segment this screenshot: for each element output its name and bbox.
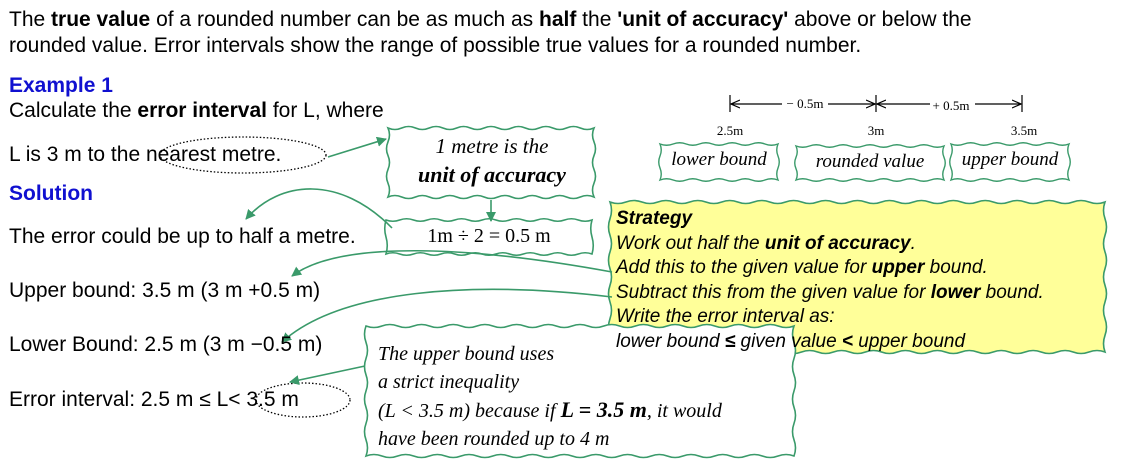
number-line [729,95,1023,112]
arrow-to-unit-box [327,136,387,158]
unit-box-shape [385,125,597,200]
note-box: The upper bound uses a strict inequality… [378,340,722,453]
upper-bound-box-shape [949,142,1071,182]
note-line-2: a strict inequality [378,371,520,393]
true-value-term: true value [51,8,151,31]
example-question: Calculate the error interval for L, wher… [9,99,384,122]
rounded-value-box-shape [794,144,946,182]
solution-heading: Solution [9,182,93,205]
note-line-3: (L < 3.5 m) because if L = 3.5 m, it wou… [378,397,722,422]
unit-box-line-1: 1 metre is the [435,134,549,158]
half-box-shape [383,217,595,257]
unit-of-accuracy-term: 'unit of accuracy' [617,8,789,31]
strategy-step-2: Add this to the given value for upper bo… [616,257,988,278]
unit-box-line-2: unit of accuracy [418,162,566,187]
tick-label-3-5: 3.5m [1010,123,1038,138]
intro-line-2: rounded value. Error intervals show the … [9,34,862,57]
nearest-metre-ellipse [159,136,327,174]
rounded-value-label: rounded value [815,151,925,172]
arrow-to-interval [289,365,366,386]
nearest-metre-text: nearest metre. [145,143,282,166]
half-term: half [539,8,577,31]
arrow-to-lower-bound [281,288,613,343]
tick-label-3: 3m [867,123,885,138]
strategy-box: Strategy Work out half the unit of accur… [616,207,1044,354]
solution-lower-bound: Lower Bound: 2.5 m (3 m −0.5 m) [9,333,323,356]
note-line-4: have been rounded up to 4 m [378,428,610,450]
lower-bound-box-shape [658,142,780,182]
tick-label-2-5: 2.5m [716,123,744,138]
strategy-step-5: lower bound ≤ given value < upper bound [616,330,966,352]
interval-ellipse [255,382,351,418]
plus-half-label: + 0.5m [932,98,970,113]
note-box-shape [363,323,797,459]
strategy-step-3: Subtract this from the given value for l… [616,281,1044,303]
strategy-step-4: Write the error interval as: [616,306,835,327]
upper-bound-label: upper bound [961,149,1059,170]
strategy-title: Strategy [616,208,693,229]
solution-error-interval: Error interval: 2.5 m ≤ L< 3.5 m [9,388,299,411]
intro-line-1: The true value of a rounded number can b… [9,8,972,31]
arrow-to-upper-bound [291,249,613,277]
minus-half-label: − 0.5m [786,96,824,111]
arrow-to-error-line [245,188,393,229]
solution-error-line: The error could be up to half a metre. [9,225,356,248]
arrows [245,136,613,386]
note-line-1: The upper bound uses [378,343,555,365]
interval-circled-text: < 3.5 m [228,388,299,411]
strategy-step-1: Work out half the unit of accuracy. [616,232,916,254]
lower-bound-label: lower bound [671,149,767,170]
example-given: L is 3 m to the nearest metre. [9,143,282,166]
solution-upper-bound: Upper bound: 3.5 m (3 m +0.5 m) [9,279,321,302]
example-heading: Example 1 [9,74,113,97]
half-calculation: 1m ÷ 2 = 0.5 m [427,225,551,247]
